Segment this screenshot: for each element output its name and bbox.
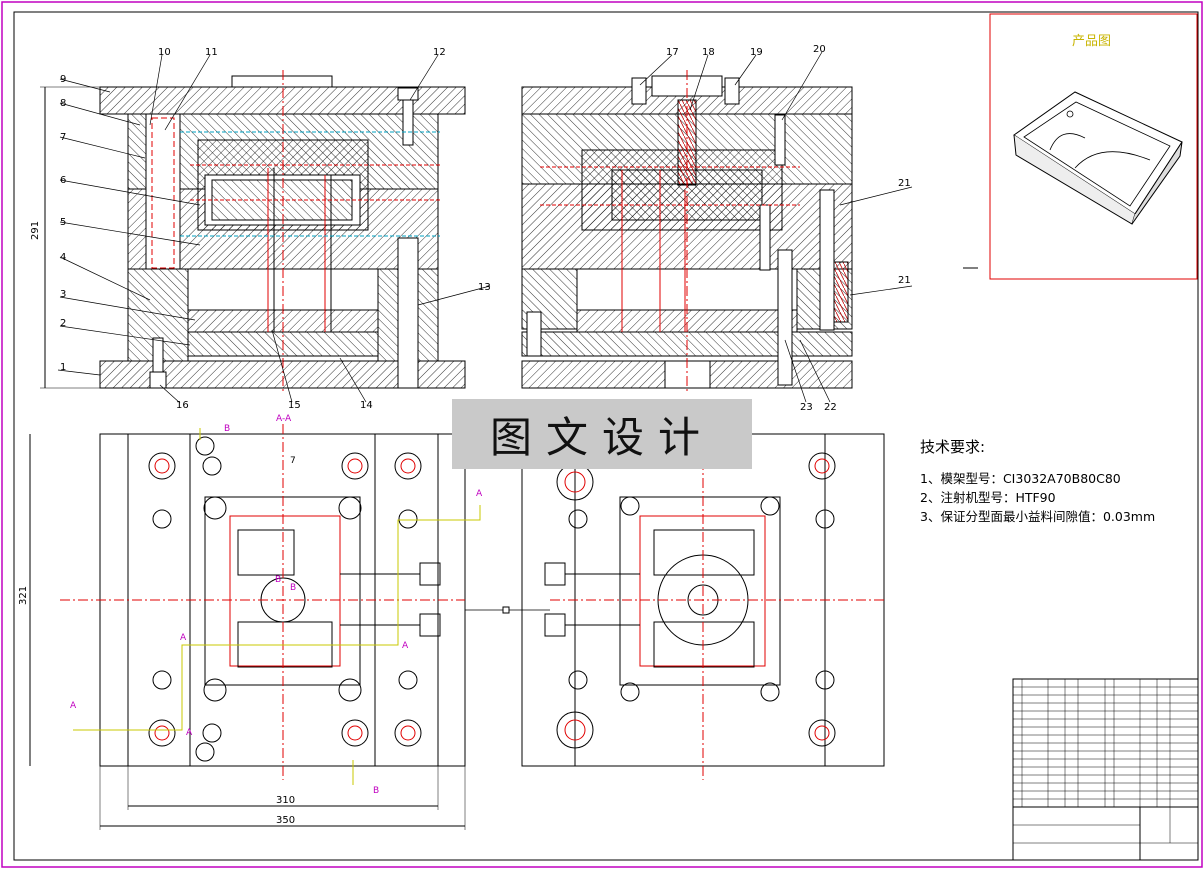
svg-text:A: A: [186, 728, 193, 738]
svg-text:B: B: [373, 786, 379, 796]
svg-text:5: 5: [60, 217, 66, 228]
right-plan-view: [521, 424, 885, 780]
svg-text:17: 17: [666, 47, 679, 58]
svg-text:3: 3: [60, 289, 66, 300]
section-label: A-A: [276, 414, 292, 424]
watermark: 图文设计: [452, 399, 752, 469]
width-dim-outer: 350: [276, 815, 295, 826]
svg-text:10: 10: [158, 47, 171, 58]
svg-text:18: 18: [702, 47, 715, 58]
tech-item: 1、模架型号：CI3032A70B80C80: [920, 471, 1121, 486]
width-dim-inner: 310: [276, 795, 295, 806]
svg-text:12: 12: [433, 47, 446, 58]
title-block: [1012, 678, 1199, 861]
svg-text:B: B: [224, 424, 230, 434]
svg-text:23: 23: [800, 402, 813, 413]
product-label: 产品图: [1072, 34, 1112, 49]
svg-text:A: A: [70, 701, 77, 711]
height-dim-left: 291: [30, 221, 41, 240]
svg-text:13: 13: [478, 282, 491, 293]
svg-text:B: B: [290, 583, 296, 593]
svg-text:B: B: [275, 575, 281, 585]
view-link-marker: [502, 606, 510, 614]
svg-text:21: 21: [898, 178, 911, 189]
svg-text:20: 20: [813, 44, 826, 55]
tech-requirements: 技术要求: 1、模架型号：CI3032A70B80C80 2、注射机型号：HTF…: [920, 436, 1155, 526]
svg-text:7: 7: [290, 456, 296, 466]
tech-item: 2、注射机型号：HTF90: [920, 490, 1056, 505]
svg-text:7: 7: [60, 132, 66, 143]
svg-text:6: 6: [60, 175, 66, 186]
svg-text:1: 1: [60, 362, 66, 373]
svg-text:15: 15: [288, 400, 301, 411]
svg-text:16: 16: [176, 400, 189, 411]
svg-text:22: 22: [824, 402, 837, 413]
svg-text:19: 19: [750, 47, 763, 58]
right-section-view: [521, 70, 853, 392]
section-marks: A A A A A B B B B 7: [70, 424, 483, 796]
svg-text:14: 14: [360, 400, 373, 411]
svg-text:A: A: [476, 489, 483, 499]
callouts-right: [639, 51, 913, 403]
svg-text:9: 9: [60, 74, 66, 85]
frame-border: [13, 11, 1199, 861]
svg-text:A: A: [180, 633, 187, 643]
svg-text:11: 11: [205, 47, 218, 58]
svg-text:4: 4: [60, 252, 66, 263]
tech-title: 技术要求:: [920, 438, 986, 456]
product-view: [989, 13, 1198, 280]
height-dim-plan: 321: [18, 586, 29, 605]
svg-text:A: A: [402, 641, 409, 651]
callout-labels-left: 1 2 3 4 5 6 7 8 9 10 11 12 13 14 15 16: [60, 47, 491, 411]
svg-text:8: 8: [60, 98, 66, 109]
left-section-view: [40, 70, 466, 392]
callout-labels-right: 17 18 19 20 21 21 22 23: [666, 44, 911, 413]
svg-text:2: 2: [60, 318, 66, 329]
tech-item: 3、保证分型面最小益料间隙值：0.03mm: [920, 509, 1156, 524]
left-plan-view: [29, 424, 481, 830]
callouts-left: [57, 54, 491, 404]
svg-text:21: 21: [898, 275, 911, 286]
